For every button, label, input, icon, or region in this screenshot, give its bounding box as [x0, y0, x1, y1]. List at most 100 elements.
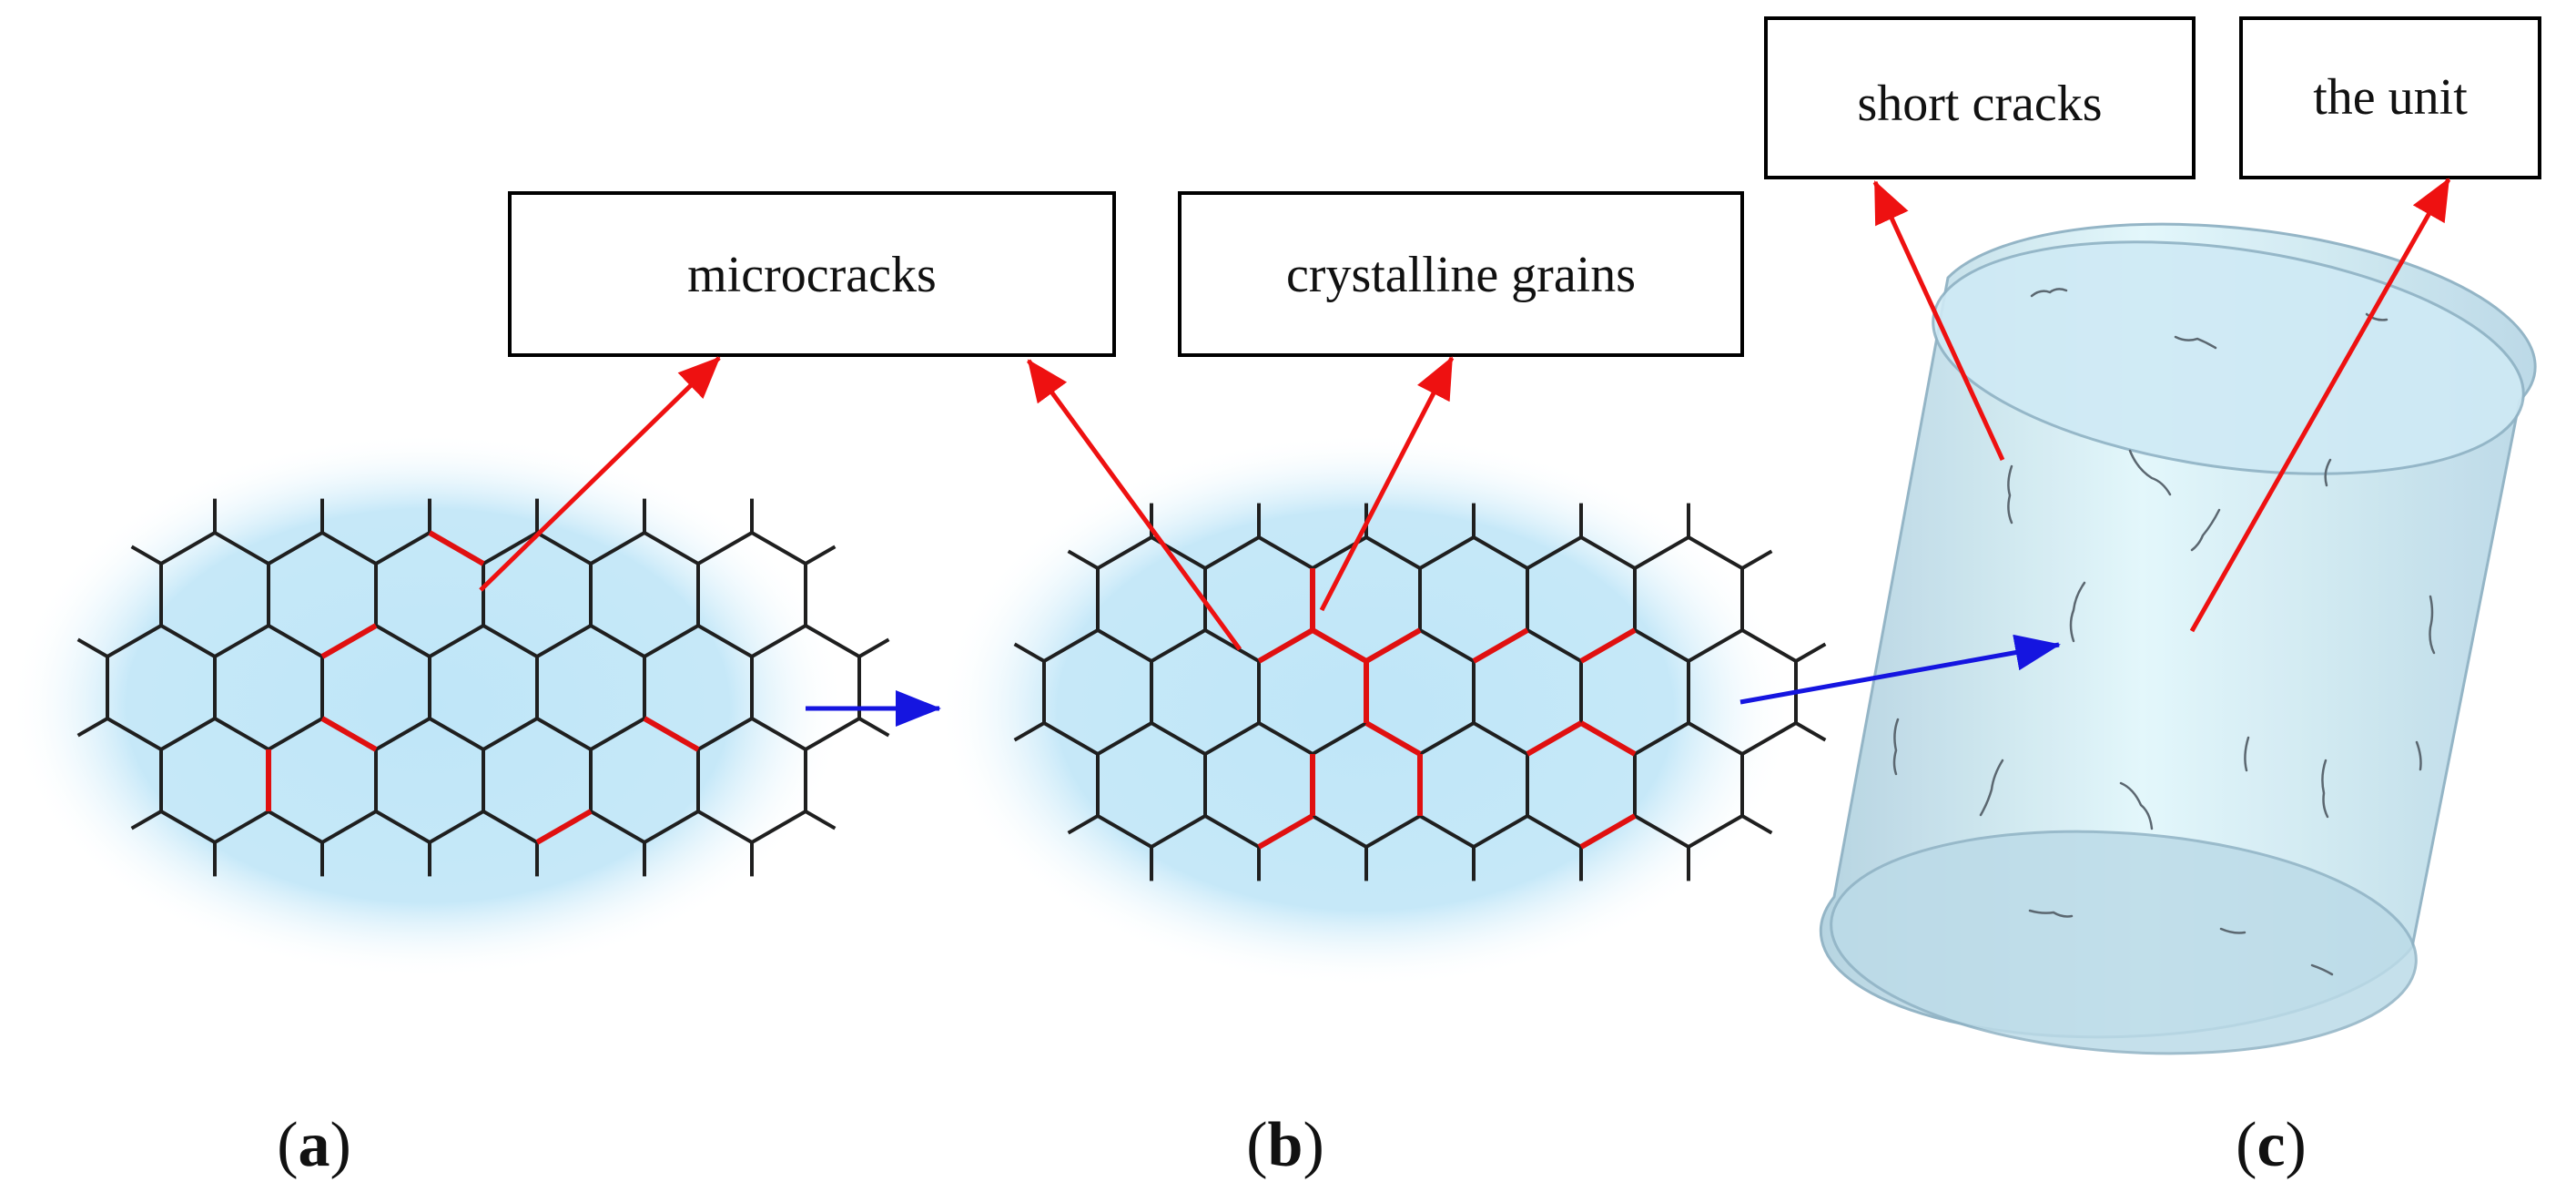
grain-edge: [160, 531, 216, 565]
grain-edge: [1312, 721, 1367, 756]
grain-edge: [1473, 535, 1528, 570]
grain-edge: [1741, 721, 1797, 756]
short-crack: [2429, 595, 2436, 655]
grain-edge: [1688, 814, 1743, 849]
grain-edge: [1204, 814, 1260, 849]
grain-edge: [1204, 535, 1260, 570]
label-box-crystalline-grains: crystalline grains: [1178, 191, 1744, 357]
grain-edge: [1419, 814, 1475, 849]
short-crack: [2321, 759, 2329, 819]
grain-edge-stub: [1795, 721, 1827, 742]
grain-edge: [106, 717, 162, 751]
grain-edge: [106, 624, 162, 658]
grain-edge-stub: [1741, 814, 1773, 835]
grain-edge: [1365, 535, 1421, 570]
grain-edge-stub: [76, 637, 108, 658]
grain-edge: [697, 717, 753, 751]
short-crack: [2415, 740, 2422, 771]
arrow-to-microcracks-a: [479, 356, 721, 592]
grain-edge: [160, 624, 216, 658]
label-short-cracks: short cracks: [1857, 76, 2102, 132]
grain-edge: [590, 624, 645, 658]
microcrack-edge: [1579, 720, 1637, 757]
grain-edge: [482, 717, 538, 751]
grain-edge: [590, 717, 645, 751]
short-crack: [2219, 927, 2246, 934]
grain-edge: [697, 810, 753, 844]
cylinder-bottom: [1830, 830, 2418, 1055]
label-box-microcracks: microcracks: [508, 191, 1116, 357]
grain-edge: [1151, 628, 1206, 663]
flow-arrows: [806, 634, 2061, 727]
grain-edge-stub: [76, 717, 108, 738]
panel-b: [938, 433, 1827, 988]
grain-edge: [536, 717, 592, 751]
grain-edge: [268, 810, 323, 844]
arrow-to-short-cracks: [1872, 180, 2005, 462]
grain-edge: [1473, 814, 1528, 849]
short-crack: [2128, 449, 2172, 496]
grain-edge: [1097, 628, 1152, 663]
grain-edge: [429, 717, 484, 751]
grain-edge-stub: [1013, 642, 1045, 663]
label-the-unit: the unit: [2313, 69, 2468, 126]
label-microcracks: microcracks: [687, 247, 937, 303]
panel-label-b: (b): [1246, 1110, 1324, 1180]
microcrack-edge: [1579, 813, 1637, 850]
microcrack-edge: [1311, 627, 1368, 664]
grain-edge: [1526, 535, 1582, 570]
grain-edge: [1688, 535, 1743, 570]
grain-edge: [429, 624, 484, 658]
grain-edge: [1312, 814, 1367, 849]
grain-edge: [160, 810, 216, 844]
grain-edge: [697, 624, 753, 658]
microcrack-edge: [643, 716, 700, 752]
microcrack-edge: [320, 716, 378, 752]
grain-edge: [1097, 721, 1152, 756]
grain-edge: [1526, 814, 1582, 849]
grain-edge: [590, 531, 645, 565]
grain-edge: [482, 531, 538, 565]
grain-edge: [214, 624, 269, 658]
grain-edge: [214, 810, 269, 844]
grain-edge: [214, 717, 269, 751]
microcrack-edge: [1364, 627, 1422, 664]
grain-edge: [697, 531, 753, 565]
short-crack: [2324, 458, 2332, 487]
label-box-short-cracks: short cracks: [1764, 16, 2196, 179]
grain-edge: [1526, 628, 1582, 663]
short-crack: [2119, 781, 2154, 830]
grain-edge: [1473, 721, 1528, 756]
grain-edge: [1097, 814, 1152, 849]
grain-edge: [1419, 721, 1475, 756]
grain-edge: [1634, 721, 1689, 756]
grain-edge: [321, 810, 377, 844]
microcrack-edge: [1472, 627, 1529, 664]
short-crack: [2365, 312, 2388, 321]
panel-label-a: (a): [277, 1110, 351, 1180]
microcrack-edge: [428, 530, 485, 566]
grain-edge: [751, 717, 806, 751]
grain-edge: [1258, 721, 1313, 756]
microcracks-b: [1257, 568, 1637, 850]
grain-edge-stub: [1067, 549, 1099, 570]
cylinder-unit: [1819, 222, 2537, 1055]
arrow-to-microcracks-b: [1026, 359, 1242, 651]
pointer-arrows: [479, 178, 2451, 651]
grain-edge: [536, 624, 592, 658]
microcrack-edge: [1526, 720, 1583, 757]
grain-edge: [268, 717, 323, 751]
short-crack: [2069, 581, 2086, 643]
grain-edge: [1580, 535, 1636, 570]
cylinder-top: [1932, 240, 2525, 475]
grain-edge: [751, 531, 806, 565]
microcrack-edge: [535, 809, 593, 845]
flow-arrow-b-to-c: [1739, 634, 2061, 705]
grain-edge-stub: [1013, 721, 1045, 742]
grain-edge-stub: [130, 545, 162, 565]
short-crack: [2244, 736, 2250, 772]
grain-edge-stub: [130, 810, 162, 830]
microcracks-a: [266, 530, 700, 845]
grain-edge: [214, 531, 269, 565]
